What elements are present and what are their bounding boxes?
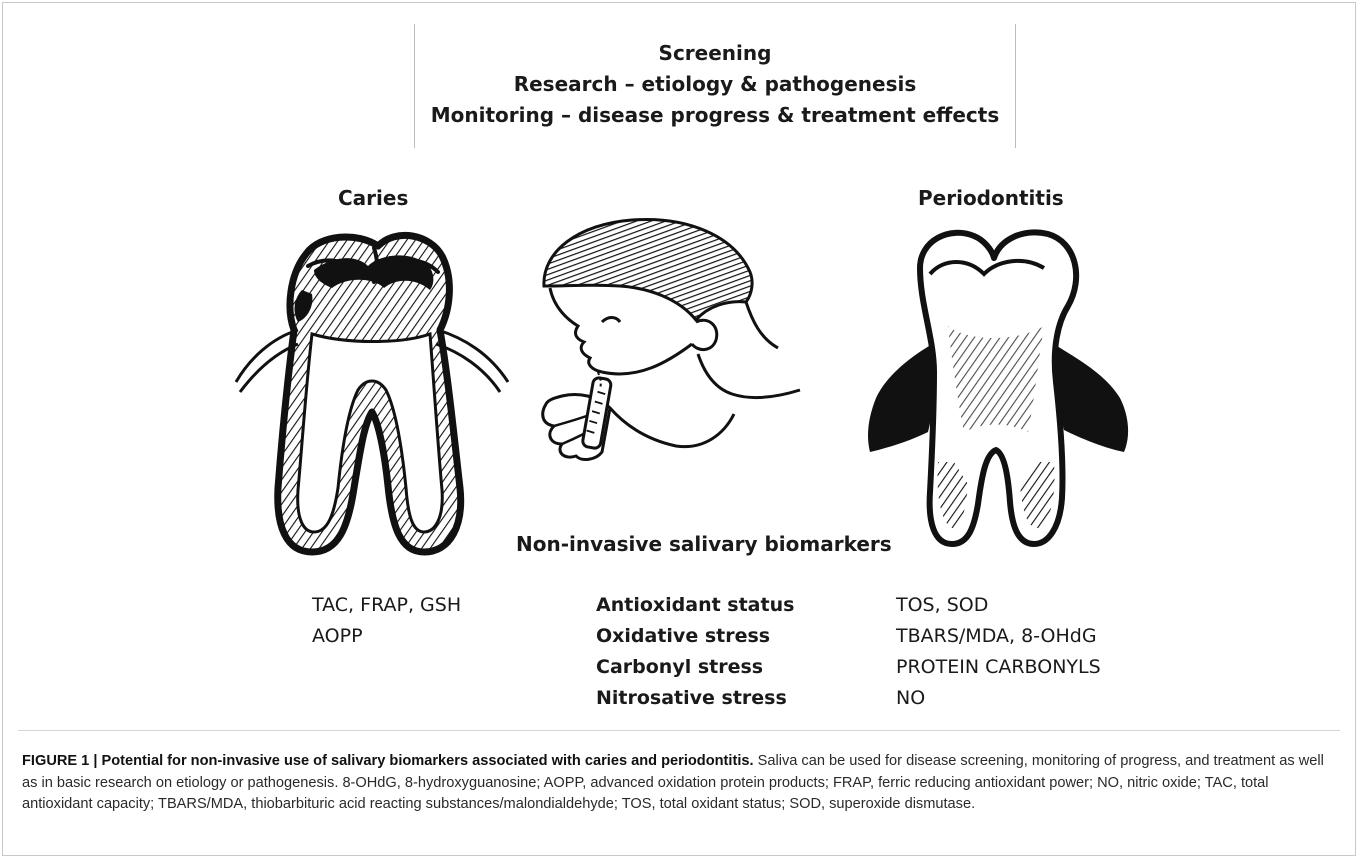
- periodontitis-markers-column: TOS, SOD TBARS/MDA, 8-OHdG PROTEIN CARBO…: [896, 590, 1101, 714]
- caption-divider: [18, 730, 1340, 731]
- caries-marker: AOPP: [312, 621, 461, 652]
- periodontitis-label: Periodontitis: [918, 186, 1064, 210]
- application-research: Research – etiology & pathogenesis: [415, 69, 1015, 100]
- category-carbonyl-stress: Carbonyl stress: [596, 652, 794, 683]
- caries-label: Caries: [338, 186, 408, 210]
- category-antioxidant-status: Antioxidant status: [596, 590, 794, 621]
- periodontitis-marker: TBARS/MDA, 8-OHdG: [896, 621, 1101, 652]
- caries-tooth-drawing: [228, 226, 514, 558]
- category-nitrosative-stress: Nitrosative stress: [596, 683, 794, 714]
- periodontitis-marker: PROTEIN CARBONYLS: [896, 652, 1101, 683]
- periodontitis-marker: NO: [896, 683, 1101, 714]
- saliva-sampling-drawing: [528, 212, 802, 474]
- caries-marker: TAC, FRAP, GSH: [312, 590, 461, 621]
- application-screening: Screening: [415, 38, 1015, 69]
- stress-categories-column: Antioxidant status Oxidative stress Carb…: [596, 590, 794, 714]
- periodontitis-marker: TOS, SOD: [896, 590, 1101, 621]
- category-oxidative-stress: Oxidative stress: [596, 621, 794, 652]
- periodontitis-tooth-drawing: [858, 222, 1136, 552]
- application-monitoring: Monitoring – disease progress & treatmen…: [415, 100, 1015, 131]
- figure-caption: FIGURE 1 | Potential for non-invasive us…: [22, 751, 1342, 816]
- applications-box: Screening Research – etiology & pathogen…: [414, 24, 1016, 148]
- biomarkers-label: Non-invasive salivary biomarkers: [516, 532, 892, 556]
- caption-title: FIGURE 1 | Potential for non-invasive us…: [22, 753, 754, 769]
- caries-markers-column: TAC, FRAP, GSH AOPP: [312, 590, 461, 652]
